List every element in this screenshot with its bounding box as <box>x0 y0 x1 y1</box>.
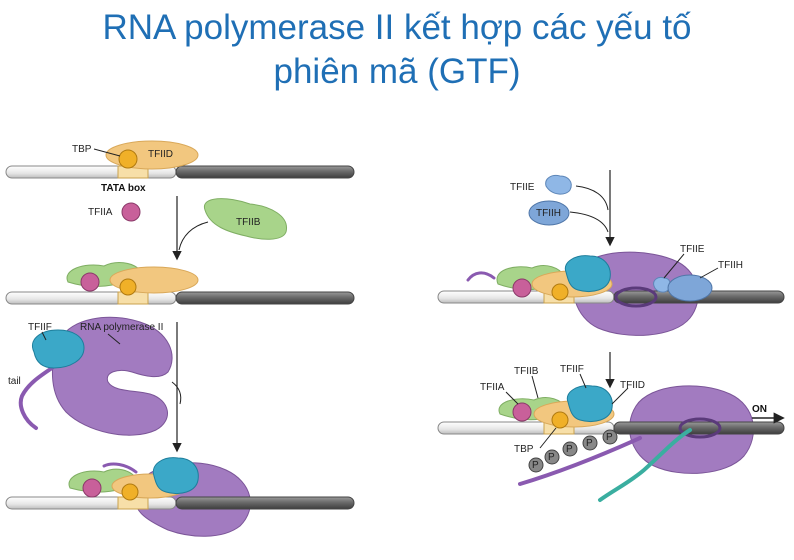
tfiih-label-2: TFIIH <box>718 260 743 271</box>
tata-box-label: TATA box <box>101 183 146 194</box>
phosphate-label-2: P <box>548 452 555 463</box>
tbp-label-2: TBP <box>514 444 534 455</box>
tfiia-label-2: TFIIA <box>480 382 505 393</box>
step-6-transcription-on: TFIIB TFIIF TFIID TFIIA TBP P P P P P ON <box>437 364 785 502</box>
phosphate-label-3: P <box>566 444 573 455</box>
tfiih-label: TFIIH <box>536 208 561 219</box>
step-1-tfiid-binding: TBP TFIID TATA box TFIIA TFIIB <box>5 140 355 261</box>
title-line-1: RNA polymerase II kết hợp các yếu tố <box>102 8 692 47</box>
tfiif-label-2: TFIIF <box>560 364 584 375</box>
rna-polymerase-ii-label: RNA polymerase II <box>80 322 163 333</box>
title-line-2: phiên mã (GTF) <box>273 52 521 91</box>
tfiie-label: TFIIE <box>510 182 535 193</box>
step-5-preinitiation-complex: TFIIE TFIIH <box>437 244 785 389</box>
tfiib-label-2: TFIIB <box>514 366 539 377</box>
tbp-shape <box>118 149 138 169</box>
tbp-label: TBP <box>72 144 92 155</box>
phosphate-label-1: P <box>532 460 539 471</box>
dna-strand-grey <box>175 165 355 179</box>
step-4-tfiie-tfiih-binding: TFIIE TFIIH <box>510 170 615 247</box>
tfiia-shape <box>121 202 141 222</box>
step-3-polymerase-recruited <box>5 457 355 537</box>
on-label: ON <box>752 404 767 415</box>
tail-label: tail <box>8 376 21 387</box>
tfiid-label-2: TFIID <box>620 380 645 391</box>
rna-transcript <box>598 428 692 502</box>
phosphate-group: P P P P P <box>528 429 618 473</box>
tfiid-label: TFIID <box>148 149 173 160</box>
step-2-tfiia-tfiib-bound: TFIIF RNA polymerase II tail <box>5 262 355 453</box>
phosphate-label-5: P <box>606 432 613 443</box>
tfiie-label-2: TFIIE <box>680 244 705 255</box>
phosphate-label-4: P <box>586 438 593 449</box>
tfiia-label: TFIIA <box>88 207 113 218</box>
tfiie-shape <box>545 175 572 195</box>
tfiih-shape <box>528 200 570 226</box>
tfiib-label: TFIIB <box>236 217 261 228</box>
tfiif-label: TFIIF <box>28 322 52 333</box>
page-title: RNA polymerase II kết hợp các yếu tố phi… <box>0 6 794 94</box>
tfiib-shape <box>204 198 287 240</box>
